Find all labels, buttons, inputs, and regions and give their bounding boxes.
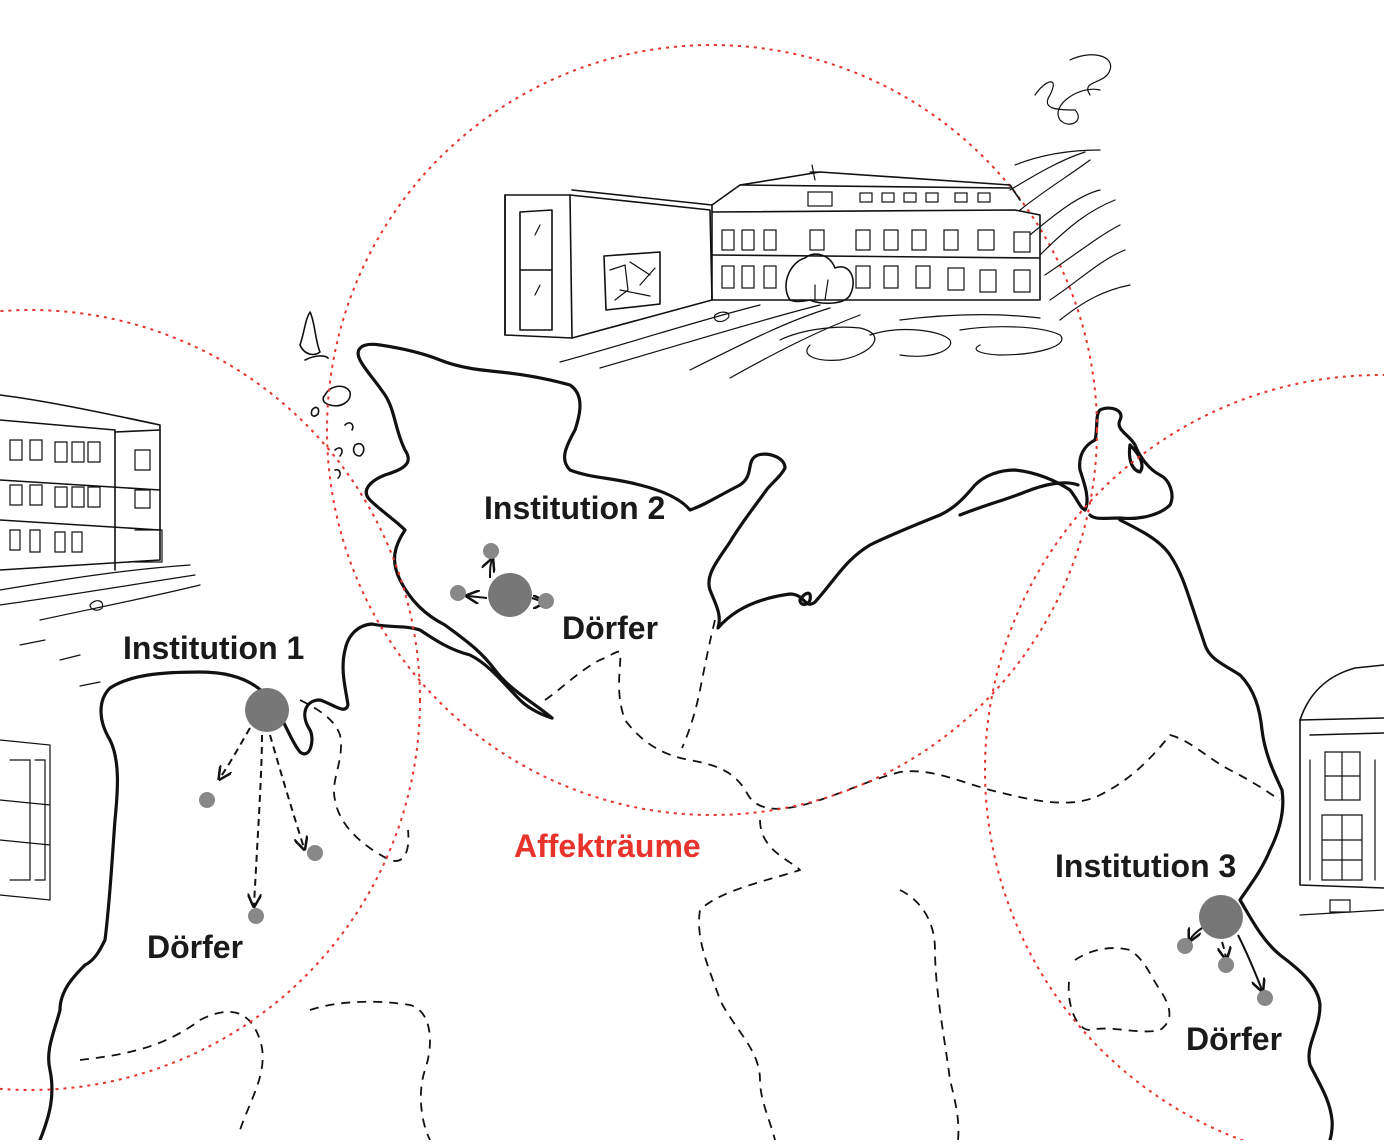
village-dot <box>199 792 215 808</box>
affect-circles <box>0 44 1384 1145</box>
label-institution-3: Institution 3 <box>1055 848 1236 884</box>
network-institution-3 <box>1177 895 1273 1006</box>
affect-circle-1 <box>0 309 421 1091</box>
village-dot <box>483 543 499 559</box>
islands <box>299 311 365 479</box>
affect-circle-2 <box>326 44 1098 816</box>
village-dot <box>450 585 466 601</box>
building-sketch-institution-2 <box>504 54 1131 379</box>
institution-3-dot <box>1199 895 1243 939</box>
label-villages-3: Dörfer <box>1186 1021 1282 1057</box>
network-institution-2 <box>450 543 554 617</box>
dormers <box>807 191 991 207</box>
village-dot <box>538 593 554 609</box>
label-institution-2: Institution 2 <box>484 490 665 526</box>
village-dot <box>1177 938 1193 954</box>
building-sketch-institution-3 <box>1299 664 1384 916</box>
affect-circle-3 <box>984 374 1384 1145</box>
village-dot <box>1218 957 1234 973</box>
label-affect-spaces: Affekträume <box>514 828 701 864</box>
village-dot <box>307 845 323 861</box>
labels: Institution 1 Institution 2 Institution … <box>123 490 1282 1057</box>
network-institution-1 <box>199 688 323 924</box>
institution-1-dot <box>245 688 289 732</box>
label-institution-1: Institution 1 <box>123 630 304 666</box>
institution-2-dot <box>488 573 532 617</box>
village-dot <box>1257 990 1273 1006</box>
region-borders <box>79 619 1281 1141</box>
label-villages-1: Dörfer <box>147 929 243 965</box>
label-villages-2: Dörfer <box>562 610 658 646</box>
building-sketch-institution-1 <box>0 394 201 901</box>
facade-windows <box>721 229 1031 293</box>
coastline <box>38 342 1334 1142</box>
village-dot <box>248 908 264 924</box>
